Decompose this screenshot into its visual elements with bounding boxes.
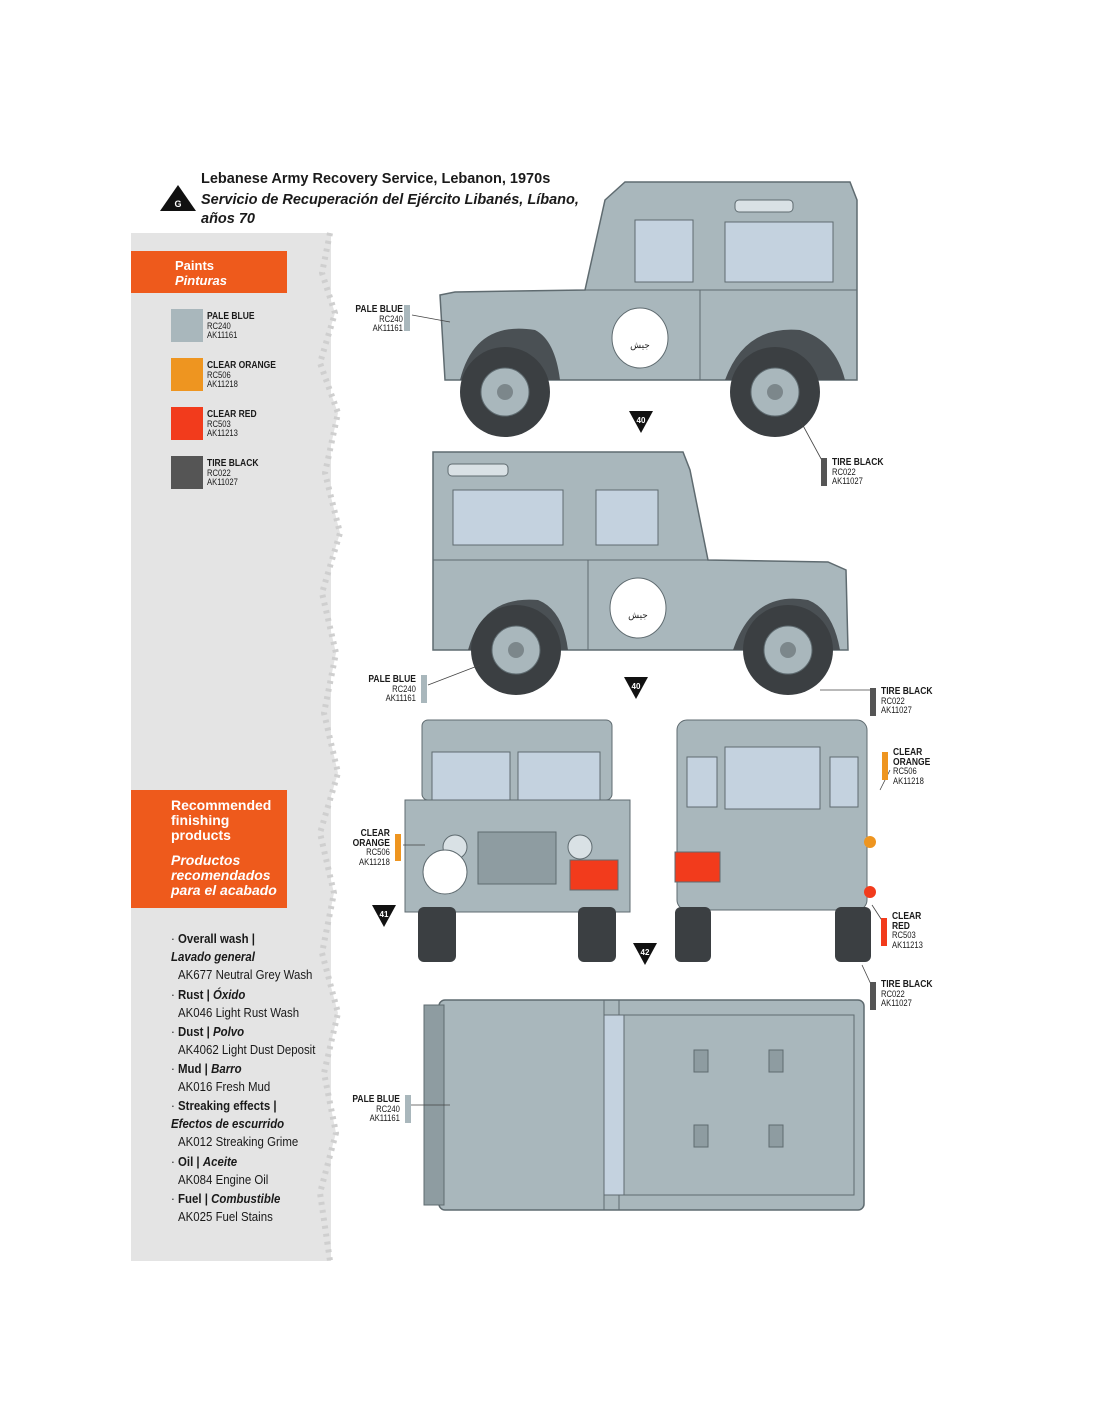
finishing-header: Recommended finishing products Productos… [131, 790, 287, 908]
sidebar-panel [131, 233, 331, 1261]
vehicle-top-view [423, 999, 865, 1211]
product-streaking: · Streaking effects | Efectos de escurri… [171, 1098, 299, 1149]
finishing-title-es-line2: recomendados [171, 867, 271, 883]
paints-title-es: Pinturas [175, 273, 228, 288]
callout-bar-pale-blue-3 [405, 1095, 411, 1123]
decal-marker-40-top: 40 [629, 411, 653, 433]
callout-bar-tire-black-2 [870, 688, 876, 716]
callout-bar-pale-blue-1 [404, 305, 410, 331]
vehicle-rear-view [674, 719, 876, 962]
finishing-title-es-line3: para el acabado [171, 882, 277, 898]
svg-text:42: 42 [641, 948, 650, 957]
callout-bar-clear-orange-front [395, 834, 401, 861]
finishing-title-line3: products [171, 827, 231, 843]
swatch-clear-red [171, 407, 203, 440]
finishing-title-line1: Recommended [171, 797, 272, 813]
product-rust: · Rust | Óxido AK046 Light Rust Wash [171, 987, 300, 1020]
svg-text:ﺟﻴﺶ: ﺟﻴﺶ [628, 610, 648, 621]
swatch-tire-black [171, 456, 203, 489]
vehicle-front-view [404, 719, 631, 962]
svg-text:40: 40 [637, 416, 646, 425]
finishing-title-es-line1: Productos [171, 852, 241, 868]
product-mud: · Mud | Barro AK016 Fresh Mud [171, 1061, 271, 1094]
callout-bar-tire-black-1 [821, 458, 827, 486]
marker-triangle-icon: G [160, 185, 196, 211]
page-title: Lebanese Army Recovery Service, Lebanon,… [201, 171, 551, 187]
svg-text:41: 41 [380, 910, 389, 919]
page-subtitle: Servicio de Recuperación del Ejército Li… [201, 192, 579, 227]
product-fuel: · Fuel | Combustible AK025 Fuel Stains [171, 1191, 281, 1224]
product-overall-wash: · Overall wash | Lavado general AK677 Ne… [171, 931, 313, 982]
svg-text:G: G [174, 199, 181, 209]
callout-bar-clear-orange-rear [882, 752, 888, 780]
paints-title-en: Paints [175, 258, 215, 273]
swatch-clear-orange [171, 358, 203, 391]
product-dust: · Dust | Polvo AK4062 Light Dust Deposit [171, 1024, 316, 1057]
decal-marker-42: 42 [633, 943, 657, 965]
callout-bar-clear-red [881, 918, 887, 946]
vehicle-right-side-view: ﺟﻴﺶ [439, 181, 858, 437]
finishing-title-line2: finishing [171, 812, 230, 828]
decal-marker-40-side: 40 [624, 677, 648, 699]
callout-bar-tire-black-3 [870, 982, 876, 1010]
vehicle-left-side-view: ﺟﻴﺶ [432, 451, 849, 695]
callout-bar-pale-blue-2 [421, 675, 427, 703]
paints-header: Paints Pinturas [131, 251, 287, 293]
svg-text:ﺟﻴﺶ: ﺟﻴﺶ [630, 340, 650, 351]
product-oil: · Oil | Aceite AK084 Engine Oil [171, 1154, 269, 1187]
sidebar-torn-edge [300, 232, 344, 1262]
swatch-pale-blue [171, 309, 203, 342]
svg-text:40: 40 [632, 682, 641, 691]
decal-marker-41: 41 [372, 905, 396, 927]
